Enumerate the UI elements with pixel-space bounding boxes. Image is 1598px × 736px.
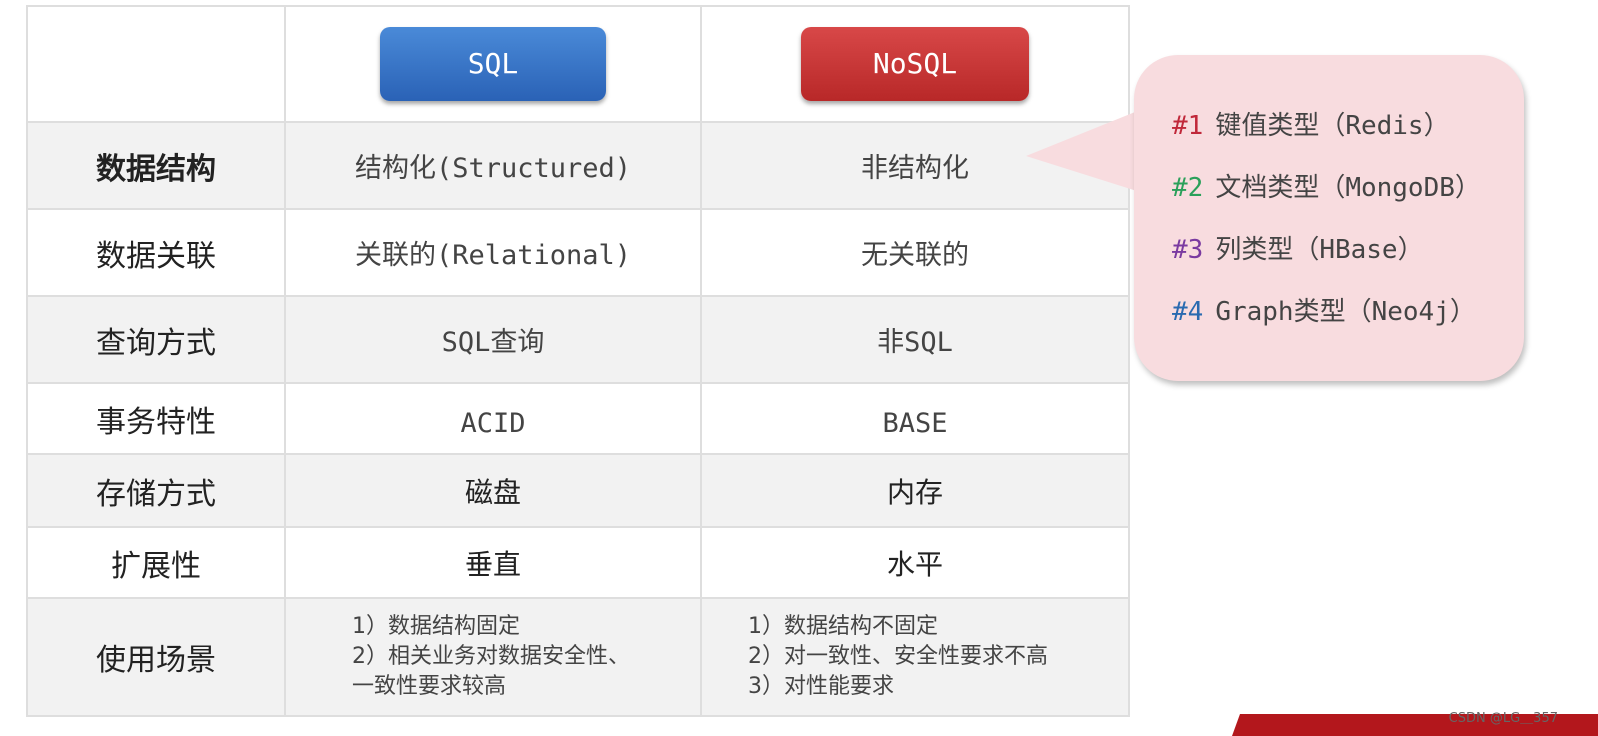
sql-value: 关联的(Relational) (284, 208, 702, 297)
nosql-value: 内存 (700, 453, 1130, 528)
header-row: SQL NoSQL (26, 5, 1130, 123)
sql-header-button: SQL (380, 27, 606, 101)
usage-line: 1）数据结构固定 (352, 614, 520, 639)
callout-item: #1 键值类型（Redis） (1172, 105, 1450, 142)
usage-line: 2）相关业务对数据安全性、 (352, 644, 630, 669)
watermark: CSDN @LG＿357 (1448, 711, 1558, 726)
nosql-value: 水平 (700, 526, 1130, 599)
comparison-table: SQL NoSQL 数据结构 结构化(Structured) 非结构化 数据关联… (26, 5, 1130, 717)
usage-line: 1）数据结构不固定 (748, 614, 938, 639)
usage-line: 2）对一致性、安全性要求不高 (748, 644, 1048, 669)
table-row: 扩展性 垂直 水平 (26, 526, 1130, 599)
callout-number: #4 (1172, 297, 1204, 327)
callout-text: 列类型（HBase） (1215, 235, 1424, 265)
nosql-value: BASE (700, 382, 1130, 455)
usage-line: 一致性要求较高 (352, 674, 507, 699)
callout-text: Graph类型（Neo4j） (1215, 297, 1476, 327)
table-row: 事务特性 ACID BASE (26, 382, 1130, 455)
callout-text: 文档类型（MongoDB） (1215, 173, 1481, 203)
callout-number: #2 (1172, 173, 1204, 203)
sql-value: 磁盘 (284, 453, 702, 528)
header-nosql-cell: NoSQL (700, 5, 1130, 123)
nosql-header-button: NoSQL (801, 27, 1029, 101)
callout-item: #2 文档类型（MongoDB） (1172, 167, 1481, 204)
row-label: 存储方式 (26, 453, 286, 528)
table-row: 查询方式 SQL查询 非SQL (26, 295, 1130, 384)
sql-usage-cell: 1）数据结构固定 2）相关业务对数据安全性、 一致性要求较高 (284, 597, 702, 717)
usage-line: 3）对性能要求 (748, 674, 894, 699)
sql-value: ACID (284, 382, 702, 455)
nosql-types-callout: #1 键值类型（Redis） #2 文档类型（MongoDB） #3 列类型（HBas… (1134, 55, 1524, 381)
callout-number: #1 (1172, 111, 1204, 141)
bottom-red-banner (1232, 714, 1598, 736)
header-sql-cell: SQL (284, 5, 702, 123)
sql-value: SQL查询 (284, 295, 702, 384)
nosql-value: 非结构化 (700, 121, 1130, 210)
row-label: 查询方式 (26, 295, 286, 384)
corner-cell (26, 5, 286, 123)
nosql-usage-cell: 1）数据结构不固定 2）对一致性、安全性要求不高 3）对性能要求 (700, 597, 1130, 717)
nosql-value: 非SQL (700, 295, 1130, 384)
table-row: 使用场景 1）数据结构固定 2）相关业务对数据安全性、 一致性要求较高 1）数据… (26, 597, 1130, 717)
table-row: 存储方式 磁盘 内存 (26, 453, 1130, 528)
callout-item: #3 列类型（HBase） (1172, 229, 1424, 266)
table-row: 数据关联 关联的(Relational) 无关联的 (26, 208, 1130, 297)
callout-text: 键值类型（Redis） (1215, 111, 1450, 141)
row-label: 扩展性 (26, 526, 286, 599)
row-label: 数据关联 (26, 208, 286, 297)
nosql-value: 无关联的 (700, 208, 1130, 297)
table-row: 数据结构 结构化(Structured) 非结构化 (26, 121, 1130, 210)
sql-value: 结构化(Structured) (284, 121, 702, 210)
callout-item: #4 Graph类型（Neo4j） (1172, 291, 1476, 328)
row-label: 事务特性 (26, 382, 286, 455)
callout-number: #3 (1172, 235, 1204, 265)
sql-value: 垂直 (284, 526, 702, 599)
row-label: 使用场景 (26, 597, 286, 717)
row-label: 数据结构 (26, 121, 286, 210)
